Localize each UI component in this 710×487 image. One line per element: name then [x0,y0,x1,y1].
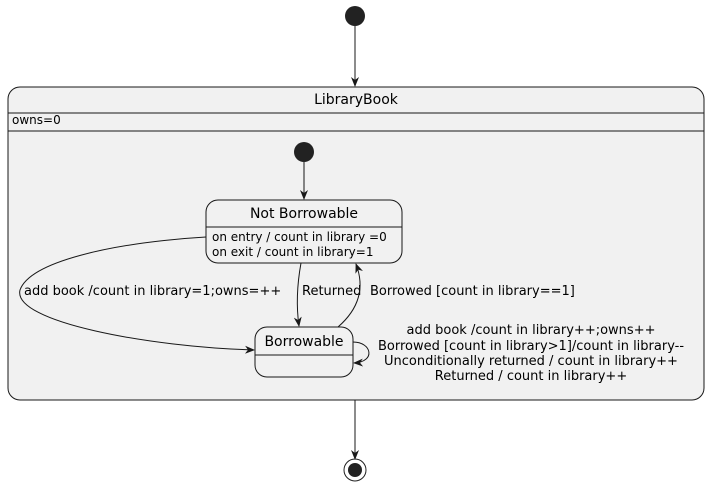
state-entry-action: on entry / count in library =0 [212,230,387,244]
state-exit-action: on exit / count in library=1 [212,245,373,259]
self-loop-label-line: Unconditionally returned / count in libr… [384,354,678,369]
transition-label-borrowed: Borrowed [count in library==1] [370,284,575,299]
transition-self-loop [352,341,370,367]
self-loop-label-line: Borrowed [count in library>1]/count in l… [378,339,684,354]
transition-add-book [19,236,255,354]
state-borrowable: Borrowable [254,326,354,378]
inner-initial-state-marker [294,142,314,162]
self-loop-label-line: Returned / count in library++ [435,369,627,384]
self-loop-label: add book /count in library++;owns++ Borr… [378,323,684,384]
transition-borrowed [337,263,363,328]
self-loop-label-line: add book /count in library++;owns++ [407,323,656,338]
state-name-not-borrowable: Not Borrowable [250,206,358,222]
transition-returned [293,262,302,327]
final-state-marker [343,458,367,482]
composite-state-title: LibraryBook [314,92,399,108]
state-not-borrowable: Not Borrowable on entry / count in libra… [205,199,403,264]
state-name-borrowable: Borrowable [264,334,343,350]
transition-label-add-book: add book /count in library=1;owns=++ [24,284,281,299]
transition-label-returned: Returned [302,284,361,299]
composite-state-attribute: owns=0 [12,113,61,127]
initial-state-marker [345,6,365,26]
